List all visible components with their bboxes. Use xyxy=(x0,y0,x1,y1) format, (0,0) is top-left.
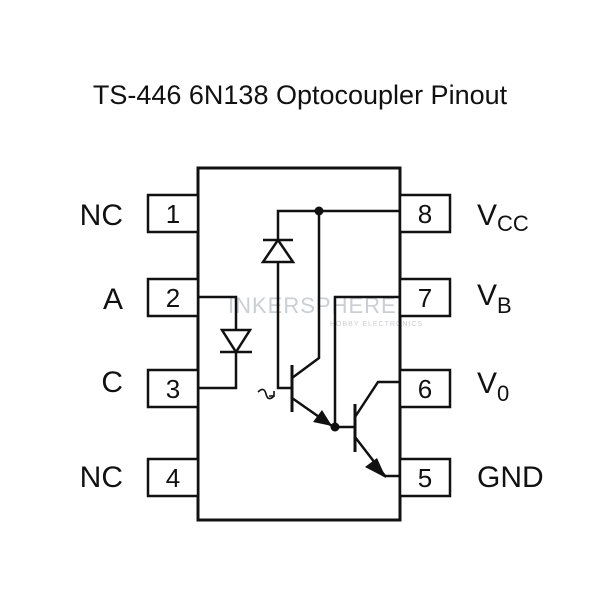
pin-1-number: 1 xyxy=(166,199,180,229)
pin-2-label: A xyxy=(103,283,123,316)
pin-6-label: V0 xyxy=(477,367,509,406)
pin-7-box xyxy=(398,277,452,318)
protection-diode xyxy=(260,209,400,340)
pin-1-box xyxy=(146,193,200,234)
pin-6-number: 6 xyxy=(418,374,432,404)
led-anode-wire xyxy=(198,295,238,330)
led-cathode-wire xyxy=(198,352,238,390)
left-pins: 1 NC 2 A 3 C 4 NC xyxy=(80,193,200,498)
pin-6-box xyxy=(398,368,452,409)
light-arrow-icon xyxy=(257,388,275,400)
pin-3-number: 3 xyxy=(166,374,180,404)
pin-7-label: VB xyxy=(477,279,512,318)
watermark-tagline: HOBBY ELECTRONICS xyxy=(330,321,423,328)
vcc-junction-dot xyxy=(314,206,324,216)
output-transistor-emitter-arrow-icon xyxy=(365,458,386,478)
pin-8-label: VCC xyxy=(477,199,529,236)
pin-2: 2 A xyxy=(103,277,200,318)
output-transistor-collector-wire xyxy=(353,380,400,418)
vcc-rail-wire xyxy=(276,209,400,240)
pin-5-label: GND xyxy=(477,461,544,494)
photo-transistor-emitter-arrow-icon xyxy=(313,410,332,426)
led-diode-icon xyxy=(219,328,253,355)
photo-transistor-collector-wire xyxy=(291,211,321,380)
pin-7: 7 VB xyxy=(398,277,512,318)
internal-circuit xyxy=(198,209,400,478)
pin-5: 5 GND xyxy=(398,457,544,498)
diagram-title: TS-446 6N138 Optocoupler Pinout xyxy=(93,80,508,110)
pin-3: 3 C xyxy=(101,366,200,409)
pin-3-box xyxy=(146,368,200,409)
photo-transistor-base-wire xyxy=(276,340,292,390)
photo-transistor xyxy=(276,211,333,428)
pin-5-number: 5 xyxy=(418,463,432,493)
base-junction-dot xyxy=(330,422,340,432)
pin-2-number: 2 xyxy=(166,283,180,313)
pin-8: 8 VCC xyxy=(398,193,529,236)
pin-1-label: NC xyxy=(80,199,123,232)
ic-package-body xyxy=(196,166,402,522)
pin-4: 4 NC xyxy=(80,457,200,498)
pin-8-number: 8 xyxy=(418,199,432,229)
output-transistor xyxy=(335,380,400,478)
pin-3-label: C xyxy=(101,366,123,399)
pin-6: 6 V0 xyxy=(398,367,509,409)
pin-5-box xyxy=(398,457,452,498)
pin-8-box xyxy=(398,193,452,234)
right-pins: 8 VCC 7 VB 6 V0 5 GND xyxy=(398,193,544,498)
vb-wire xyxy=(333,295,400,427)
pin-7-number: 7 xyxy=(418,283,432,313)
input-led xyxy=(198,295,253,390)
pin-4-label: NC xyxy=(80,461,123,494)
pin-4-box xyxy=(146,457,200,498)
circuit-markers xyxy=(313,206,386,478)
protection-diode-icon xyxy=(260,237,296,264)
pin-1: 1 NC xyxy=(80,193,200,234)
pin-4-number: 4 xyxy=(166,463,180,493)
